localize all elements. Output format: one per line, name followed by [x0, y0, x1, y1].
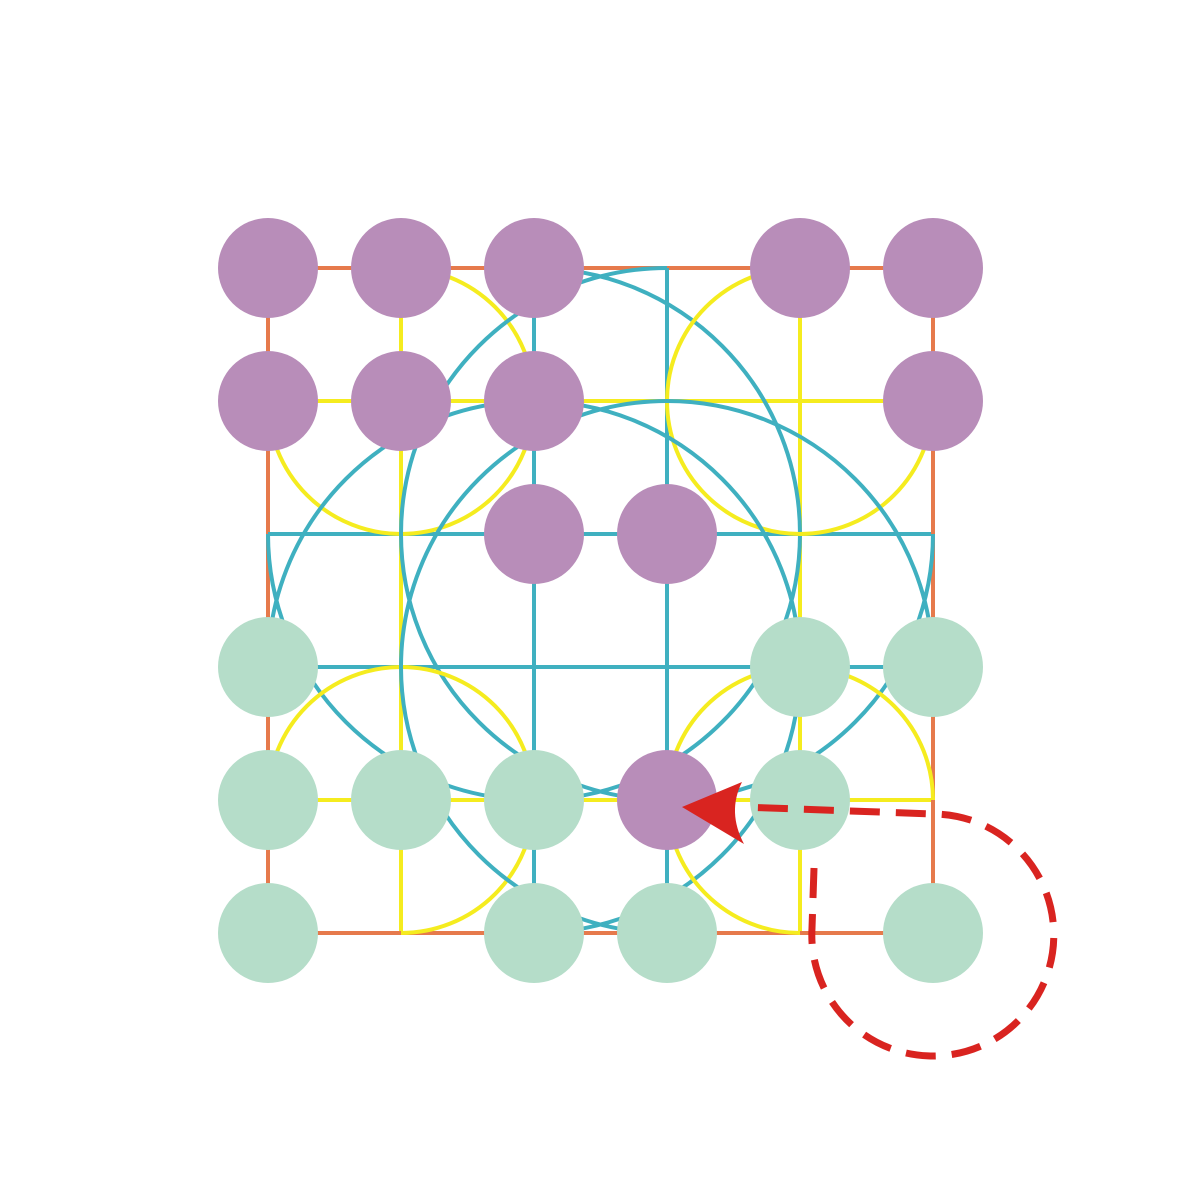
move-arrowhead — [682, 782, 744, 844]
board-stones — [218, 218, 983, 983]
green-stone — [218, 883, 318, 983]
purple-stone — [750, 218, 850, 318]
middle-loop-top-left — [266, 266, 536, 536]
green-stone — [484, 883, 584, 983]
move-indicator — [682, 782, 1058, 1060]
purple-stone — [484, 484, 584, 584]
middle-loop-top-right — [665, 266, 935, 536]
green-stone — [218, 617, 318, 717]
board-loops — [266, 266, 935, 935]
middle-loop-bottom-right — [665, 665, 935, 935]
green-stone — [617, 883, 717, 983]
outer-loop-bottom-left — [266, 399, 802, 935]
purple-stone — [218, 351, 318, 451]
outer-loop-top-right — [399, 266, 935, 802]
purple-stone — [883, 218, 983, 318]
purple-stone — [484, 218, 584, 318]
green-stone — [883, 883, 983, 983]
purple-stone — [883, 351, 983, 451]
outer-loop-bottom-right — [399, 399, 935, 935]
middle-loop-bottom-left — [266, 665, 536, 935]
green-stone — [218, 750, 318, 850]
purple-stone — [617, 750, 717, 850]
purple-stone — [218, 218, 318, 318]
purple-stone — [484, 351, 584, 451]
green-stone — [883, 617, 983, 717]
green-stone — [750, 750, 850, 850]
green-stone — [351, 750, 451, 850]
green-stone — [484, 750, 584, 850]
move-path — [741, 803, 1058, 1060]
purple-stone — [351, 218, 451, 318]
purple-stone — [617, 484, 717, 584]
green-stone — [750, 617, 850, 717]
purple-stone — [351, 351, 451, 451]
outer-loop-top-left — [266, 266, 802, 802]
